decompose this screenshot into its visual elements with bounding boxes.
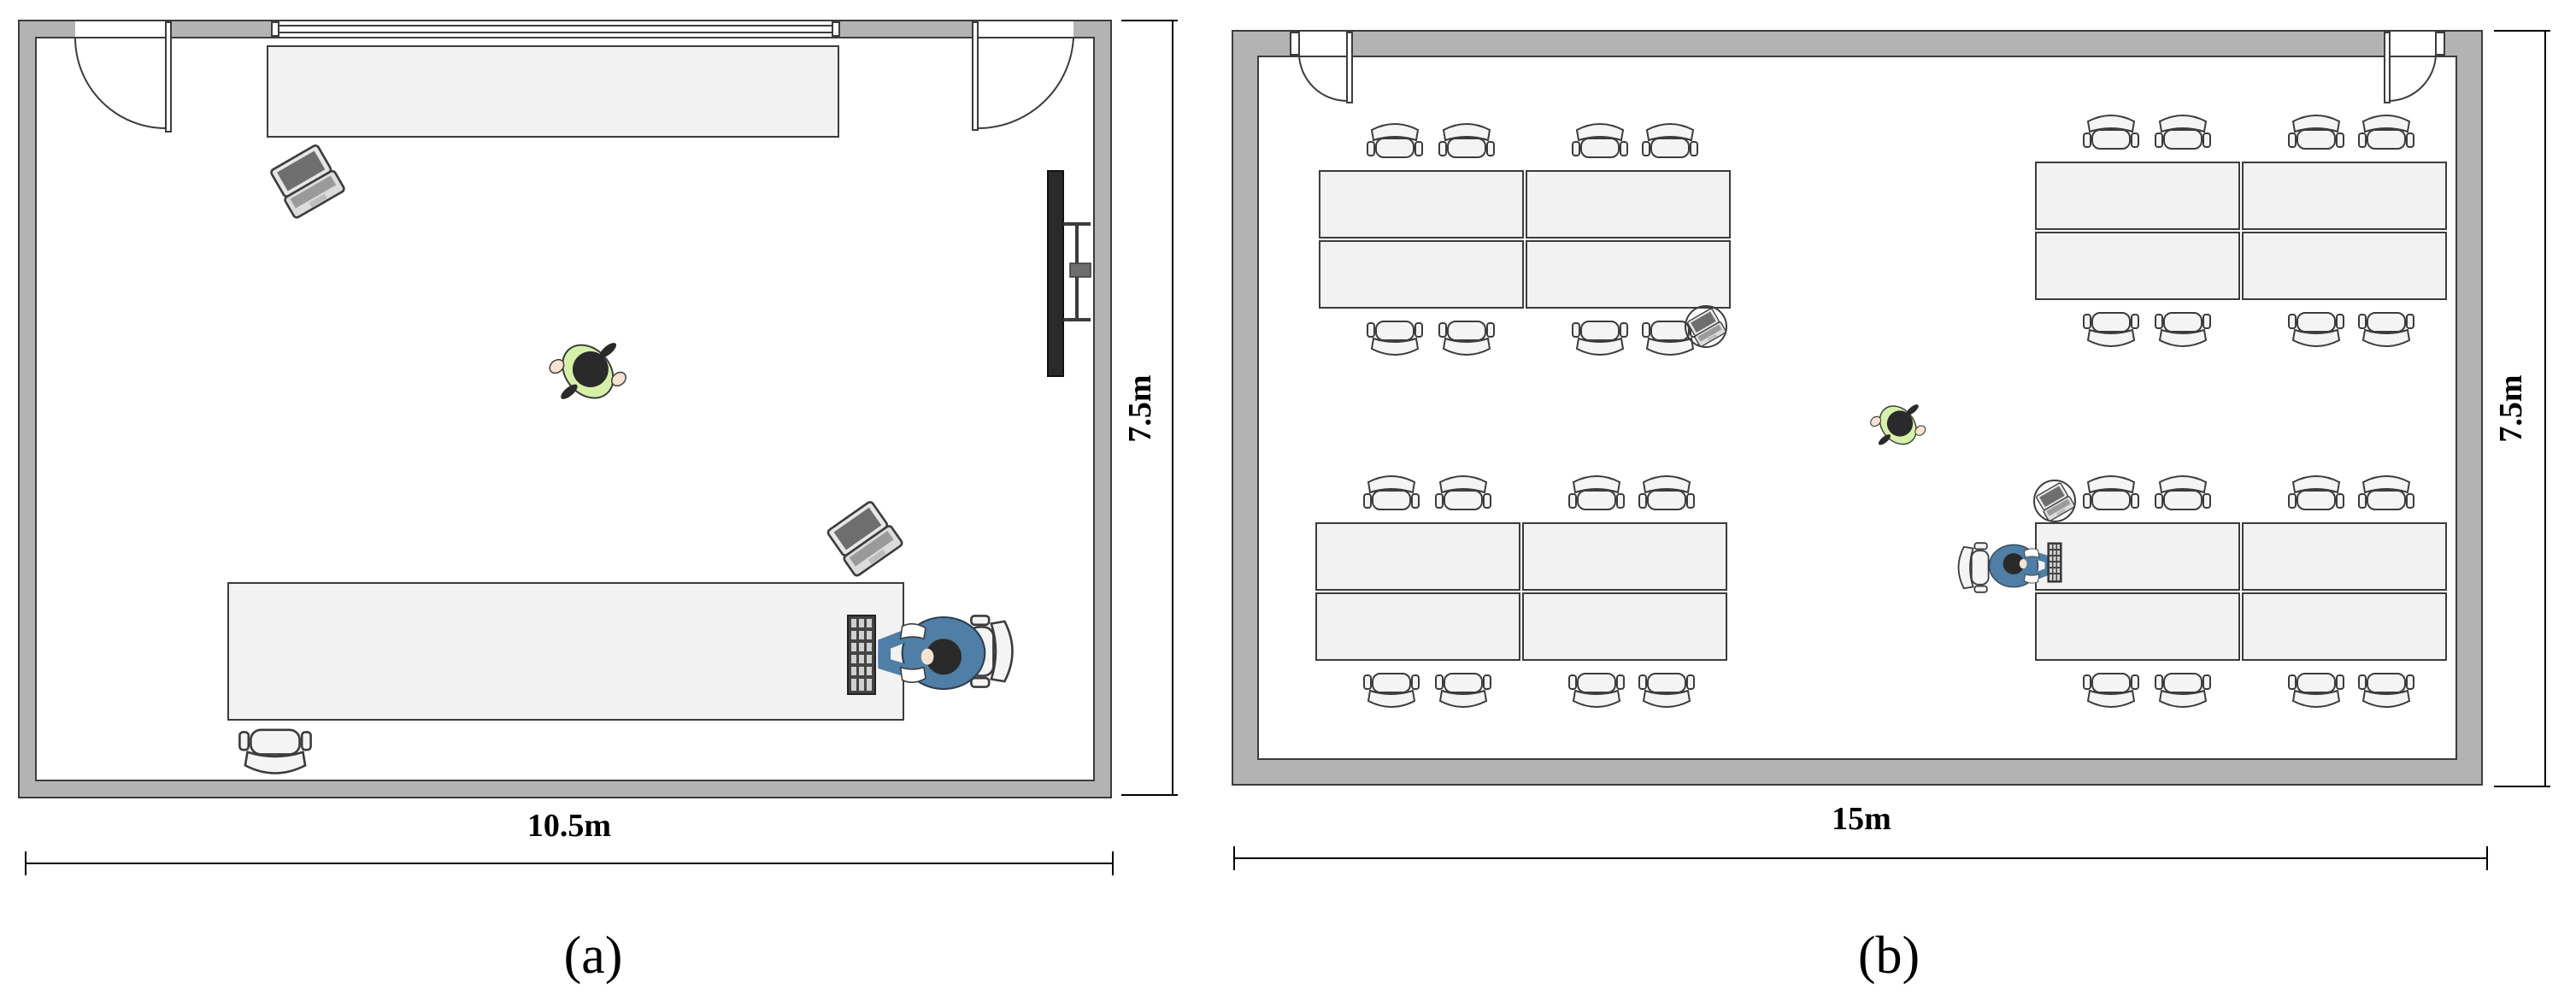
height-label-a: 7.5m bbox=[1122, 374, 1158, 442]
chair-icon bbox=[1957, 542, 1990, 593]
table-a-top bbox=[267, 45, 839, 138]
table-block-bottom-right bbox=[2036, 476, 2446, 707]
table-block-top-left bbox=[1320, 124, 1730, 355]
height-label-b: 7.5m bbox=[2493, 374, 2529, 442]
width-label-a: 10.5m bbox=[527, 808, 611, 844]
door-icon bbox=[74, 21, 172, 132]
person-icon bbox=[1862, 389, 1935, 461]
laptop-icon bbox=[267, 142, 347, 221]
table-block-top-right bbox=[2036, 115, 2446, 346]
dimension-arrow-icon bbox=[25, 20, 1178, 875]
person-icon bbox=[538, 322, 639, 421]
door-icon bbox=[2384, 32, 2445, 103]
chair-icon bbox=[238, 728, 312, 774]
window-icon bbox=[271, 21, 840, 37]
caption-a: (a) bbox=[564, 927, 623, 985]
table-block-bottom-left bbox=[1316, 476, 1726, 707]
tv-screen-icon bbox=[1047, 170, 1091, 377]
width-label-b: 15m bbox=[1832, 801, 1891, 837]
door-icon bbox=[972, 21, 1074, 131]
keyboard-icon bbox=[847, 615, 876, 695]
wall-a bbox=[18, 20, 1112, 798]
caption-b: (b) bbox=[1858, 927, 1920, 985]
keyboard-icon bbox=[2047, 542, 2062, 583]
desk-a bbox=[227, 582, 904, 721]
door-icon bbox=[1290, 32, 1353, 103]
dimension-arrow-icon bbox=[1233, 30, 2550, 870]
wall-b bbox=[1232, 30, 2483, 786]
panel-a: 10.5m 7.5m (a) bbox=[18, 20, 1178, 985]
laptop-icon bbox=[824, 498, 905, 579]
panel-b: 15m 7.5m (b) bbox=[1232, 30, 2550, 985]
